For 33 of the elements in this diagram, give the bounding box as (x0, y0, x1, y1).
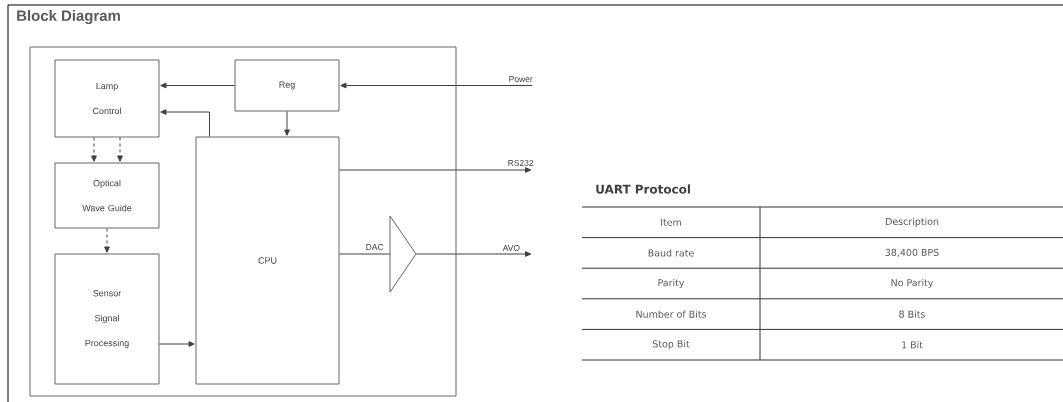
arrow (340, 82, 533, 89)
edge-label: AVO (502, 244, 521, 252)
table-cell: No Parity (891, 278, 934, 289)
table-cell: Stop Bit (652, 340, 690, 350)
process-box: Lamp Control (54, 59, 160, 138)
arrow (117, 137, 123, 162)
process-box: CPU (195, 136, 340, 385)
arrow (160, 109, 210, 137)
table-cell: Description (886, 217, 939, 227)
edge-label: DAC (365, 243, 385, 251)
table-cell: Parity (658, 278, 685, 289)
edge-label: Power (508, 75, 534, 83)
table-cell: Item (661, 218, 681, 226)
process-box: Sensor Signal Processing (54, 253, 160, 385)
arrow (160, 82, 235, 89)
process-box: Optical Wave Guide (54, 162, 160, 229)
arrow (415, 251, 532, 257)
amplifier-triangle (389, 215, 417, 293)
table-cell: 38,400 BPS (885, 248, 939, 257)
arrow (91, 137, 97, 162)
module-box (29, 46, 457, 397)
diagram-title: Block Diagram (17, 10, 120, 24)
edge-label: RS232 (507, 159, 535, 167)
arrow (284, 111, 290, 136)
process-box: Reg (234, 59, 340, 112)
table-cell: 8 Bits (899, 310, 925, 318)
table-cell: 1 Bit (902, 341, 923, 349)
table-cell: Number of Bits (636, 310, 706, 318)
arrow (159, 341, 195, 347)
table-cell: Baud rate (648, 249, 694, 257)
arrow (104, 228, 110, 253)
table-heading: UART Protocol (596, 184, 690, 194)
arrow (339, 167, 532, 173)
